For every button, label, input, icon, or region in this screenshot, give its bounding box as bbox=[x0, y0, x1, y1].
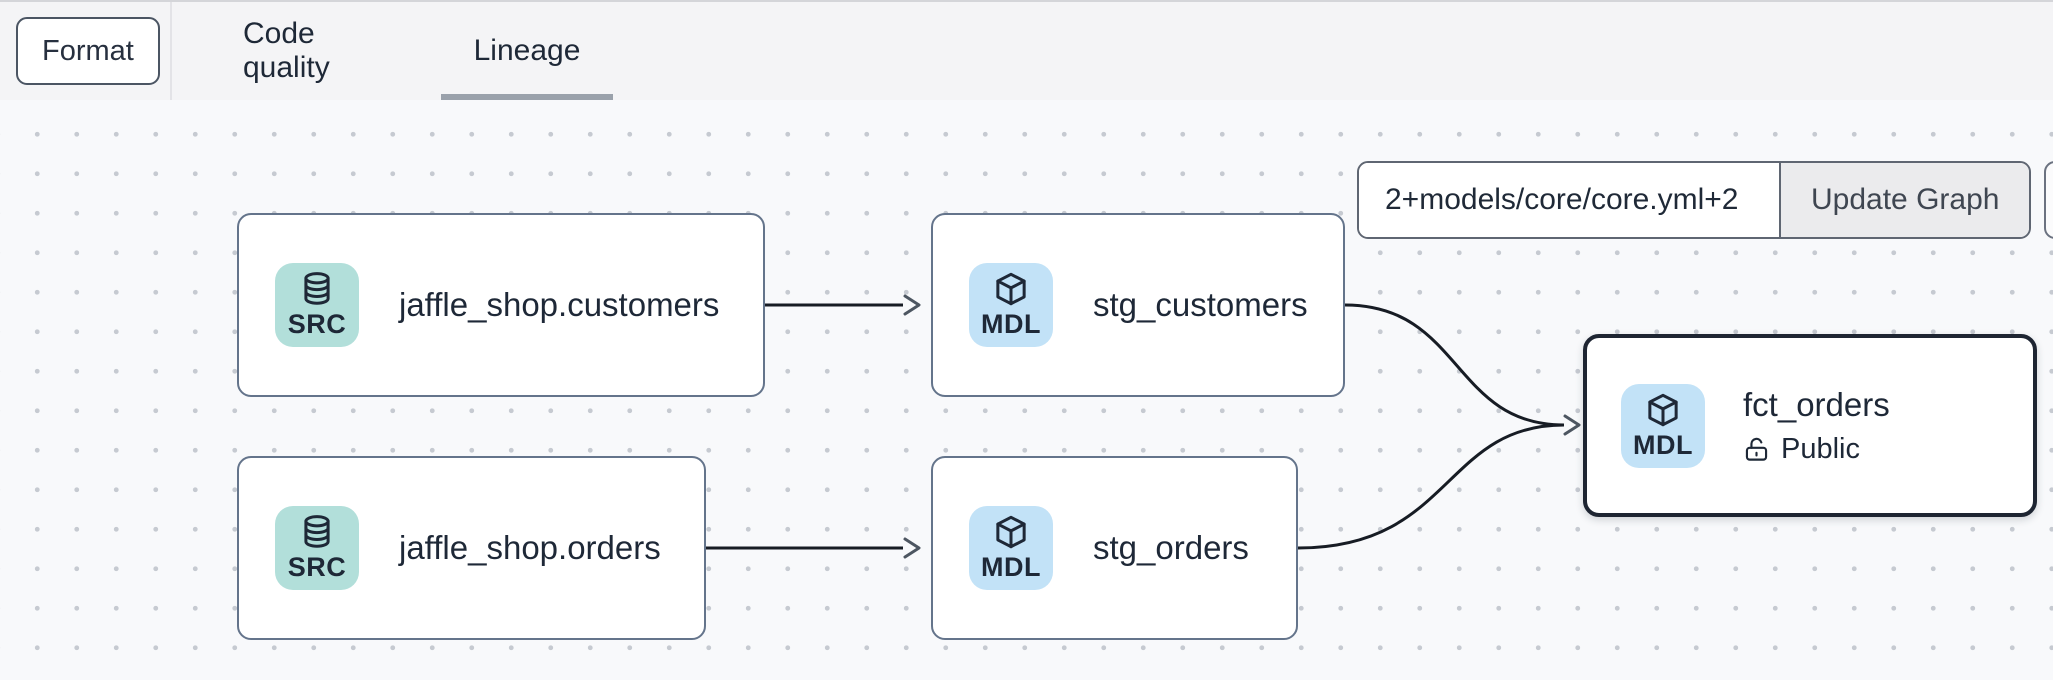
access-badge: Public bbox=[1743, 433, 1890, 466]
edge-stgcustomers-to-fct bbox=[1344, 303, 1565, 427]
node-type-label: SRC bbox=[287, 309, 347, 339]
node-type-label: SRC bbox=[287, 552, 347, 582]
node-label: jaffle_shop.customers bbox=[399, 286, 720, 323]
node-type-label: MDL bbox=[981, 552, 1041, 582]
node-stg-customers[interactable]: MDL stg_customers bbox=[931, 213, 1345, 397]
node-label: jaffle_shop.orders bbox=[399, 529, 661, 566]
tab-code-quality[interactable]: Code quality bbox=[243, 2, 407, 100]
database-icon bbox=[304, 515, 330, 548]
arrowhead-icon bbox=[1563, 414, 1581, 436]
model-cube-icon bbox=[996, 272, 1026, 306]
model-cube-icon bbox=[996, 515, 1026, 549]
model-cube-icon bbox=[1648, 393, 1678, 426]
toolbar-divider bbox=[170, 2, 172, 100]
model-type-badge: MDL bbox=[969, 263, 1053, 347]
model-type-badge: MDL bbox=[1621, 383, 1705, 468]
arrowhead-icon bbox=[903, 537, 921, 559]
active-tab-underline bbox=[441, 94, 613, 100]
source-type-badge: SRC bbox=[275, 506, 359, 590]
tab-lineage[interactable]: Lineage bbox=[441, 2, 613, 100]
lineage-canvas[interactable]: SRC jaffle_shop.customers MDL stg_custom… bbox=[0, 100, 2053, 680]
graph-selector-group: Update Graph bbox=[1357, 161, 2032, 239]
toolbar: Format Code quality Lineage bbox=[0, 0, 2053, 100]
source-type-badge: SRC bbox=[275, 263, 359, 347]
node-label: stg_orders bbox=[1093, 529, 1249, 566]
update-graph-button[interactable]: Update Graph bbox=[1779, 163, 2030, 237]
tab-code-quality-label: Code quality bbox=[243, 17, 330, 84]
clipped-edge-button[interactable] bbox=[2044, 161, 2053, 239]
node-fct-orders[interactable]: MDL fct_orders Public bbox=[1583, 334, 2037, 517]
access-label: Public bbox=[1781, 432, 1860, 465]
database-icon bbox=[304, 272, 330, 305]
lock-open-icon bbox=[1745, 437, 1768, 461]
arrowhead-icon bbox=[903, 294, 921, 316]
node-jaffle-shop-orders[interactable]: SRC jaffle_shop.orders bbox=[237, 456, 706, 640]
node-label: stg_customers bbox=[1093, 286, 1308, 323]
format-button[interactable]: Format bbox=[16, 17, 160, 85]
node-label: fct_orders bbox=[1743, 385, 1890, 423]
node-stg-orders[interactable]: MDL stg_orders bbox=[931, 456, 1298, 640]
edge-stgorders-to-fct bbox=[1297, 423, 1565, 550]
node-jaffle-shop-customers[interactable]: SRC jaffle_shop.customers bbox=[237, 213, 765, 397]
model-type-badge: MDL bbox=[969, 506, 1053, 590]
tab-lineage-label: Lineage bbox=[473, 34, 581, 67]
selector-input[interactable] bbox=[1359, 163, 1779, 237]
node-type-label: MDL bbox=[981, 309, 1041, 339]
node-type-label: MDL bbox=[1633, 429, 1693, 460]
